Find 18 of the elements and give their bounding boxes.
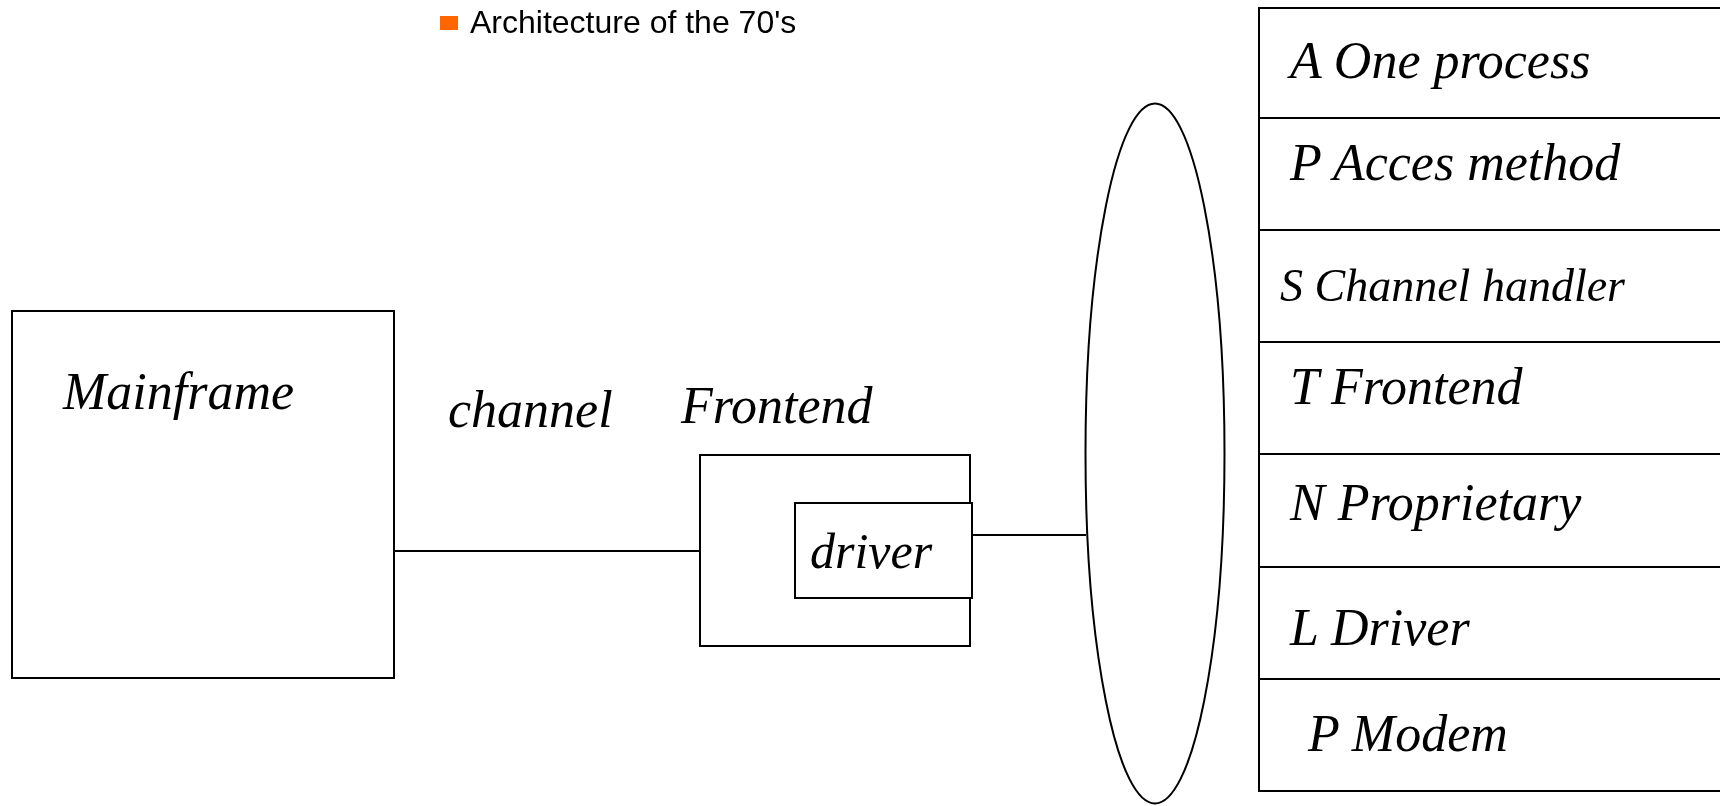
box-heading: Frontend [681,376,873,435]
layer-box [1258,7,1720,119]
slide-title: Architecture of the 70's [470,4,797,41]
box-label: N Proprietary [1290,473,1582,532]
box-label: Mainframe [63,362,295,421]
driver-box [794,502,973,599]
connector-line [394,550,700,552]
layer-box [1258,678,1720,792]
box-label: L Driver [1290,598,1470,657]
box-label: driver [810,522,933,580]
ellipse-shape [1084,102,1226,805]
box-label: T Frontend [1290,357,1523,416]
mainframe-box [11,310,395,679]
box-label: S Channel handler [1280,259,1625,312]
box-label: P Acces method [1290,133,1621,192]
edge-label: channel [448,380,613,439]
box-label: P Modem [1308,704,1508,763]
connector-line [972,534,1087,536]
